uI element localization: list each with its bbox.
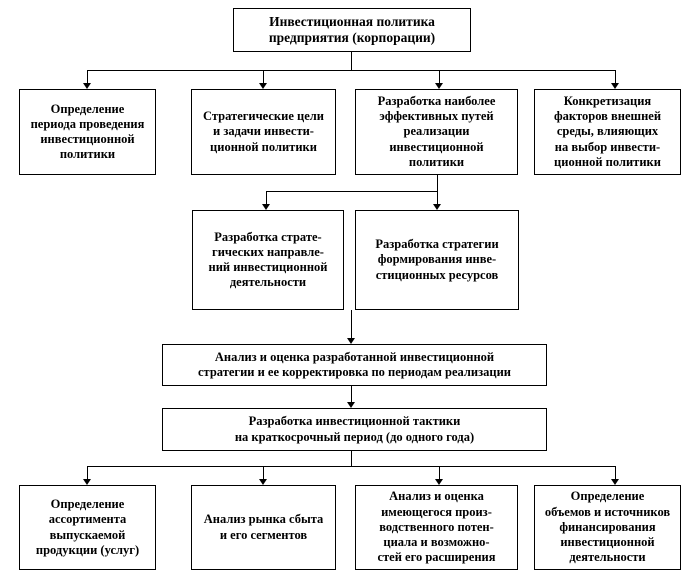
title-box: Инвестиционная политика предприятия (кор… [233, 8, 471, 52]
connector-level2-drop-2 [263, 70, 264, 84]
connector-level3-trunk [437, 175, 438, 191]
level2-box-4: Конкретизация факторов внешней среды, вл… [534, 89, 681, 175]
connector-level6-bus [87, 466, 615, 467]
level6-box-4: Определение объемов и источников финанси… [534, 485, 681, 570]
connector-level3-bus [266, 191, 438, 192]
connector-level2-drop-1 [87, 70, 88, 84]
level4-box: Анализ и оценка разработанной инвестицио… [162, 344, 547, 386]
arrow-level3-1 [262, 204, 270, 210]
connector-level2-drop-3 [439, 70, 440, 84]
connector-level3-drop-1 [266, 191, 267, 205]
arrow-level6-3 [435, 479, 443, 485]
connector-level4-trunk [351, 310, 352, 339]
connector-level3-drop-2 [437, 191, 438, 205]
level2-box-3: Разработка наиболее эффективных путей ре… [355, 89, 518, 175]
connector-level2-drop-4 [615, 70, 616, 84]
level3-box-1: Разработка страте- гических направле- ни… [192, 210, 344, 310]
arrow-level3-2 [433, 204, 441, 210]
level6-box-3: Анализ и оценка имеющегося произ- водств… [355, 485, 518, 570]
connector-level6-drop-3 [439, 466, 440, 480]
connector-level6-trunk [351, 451, 352, 466]
arrow-level6-1 [83, 479, 91, 485]
arrow-level2-1 [83, 83, 91, 89]
arrow-level2-2 [259, 83, 267, 89]
connector-level6-drop-4 [615, 466, 616, 480]
level2-box-2: Стратегические цели и задачи инвести- ци… [191, 89, 336, 175]
arrow-level5 [347, 402, 355, 408]
connector-level6-drop-1 [87, 466, 88, 480]
level3-box-2: Разработка стратегии формирования инве- … [355, 210, 519, 310]
connector-level2-bus [87, 70, 615, 71]
arrow-level6-4 [611, 479, 619, 485]
arrow-level2-3 [435, 83, 443, 89]
connector-level5-trunk [351, 386, 352, 403]
level6-box-1: Определение ассортимента выпускаемой про… [19, 485, 156, 570]
level2-box-1: Определение периода проведения инвестици… [19, 89, 156, 175]
connector-level6-drop-2 [263, 466, 264, 480]
level5-box: Разработка инвестиционной тактики на кра… [162, 408, 547, 451]
arrow-level2-4 [611, 83, 619, 89]
level6-box-2: Анализ рынка сбыта и его сегментов [191, 485, 336, 570]
arrow-level6-2 [259, 479, 267, 485]
arrow-level4 [347, 338, 355, 344]
connector-title-trunk [351, 52, 352, 70]
